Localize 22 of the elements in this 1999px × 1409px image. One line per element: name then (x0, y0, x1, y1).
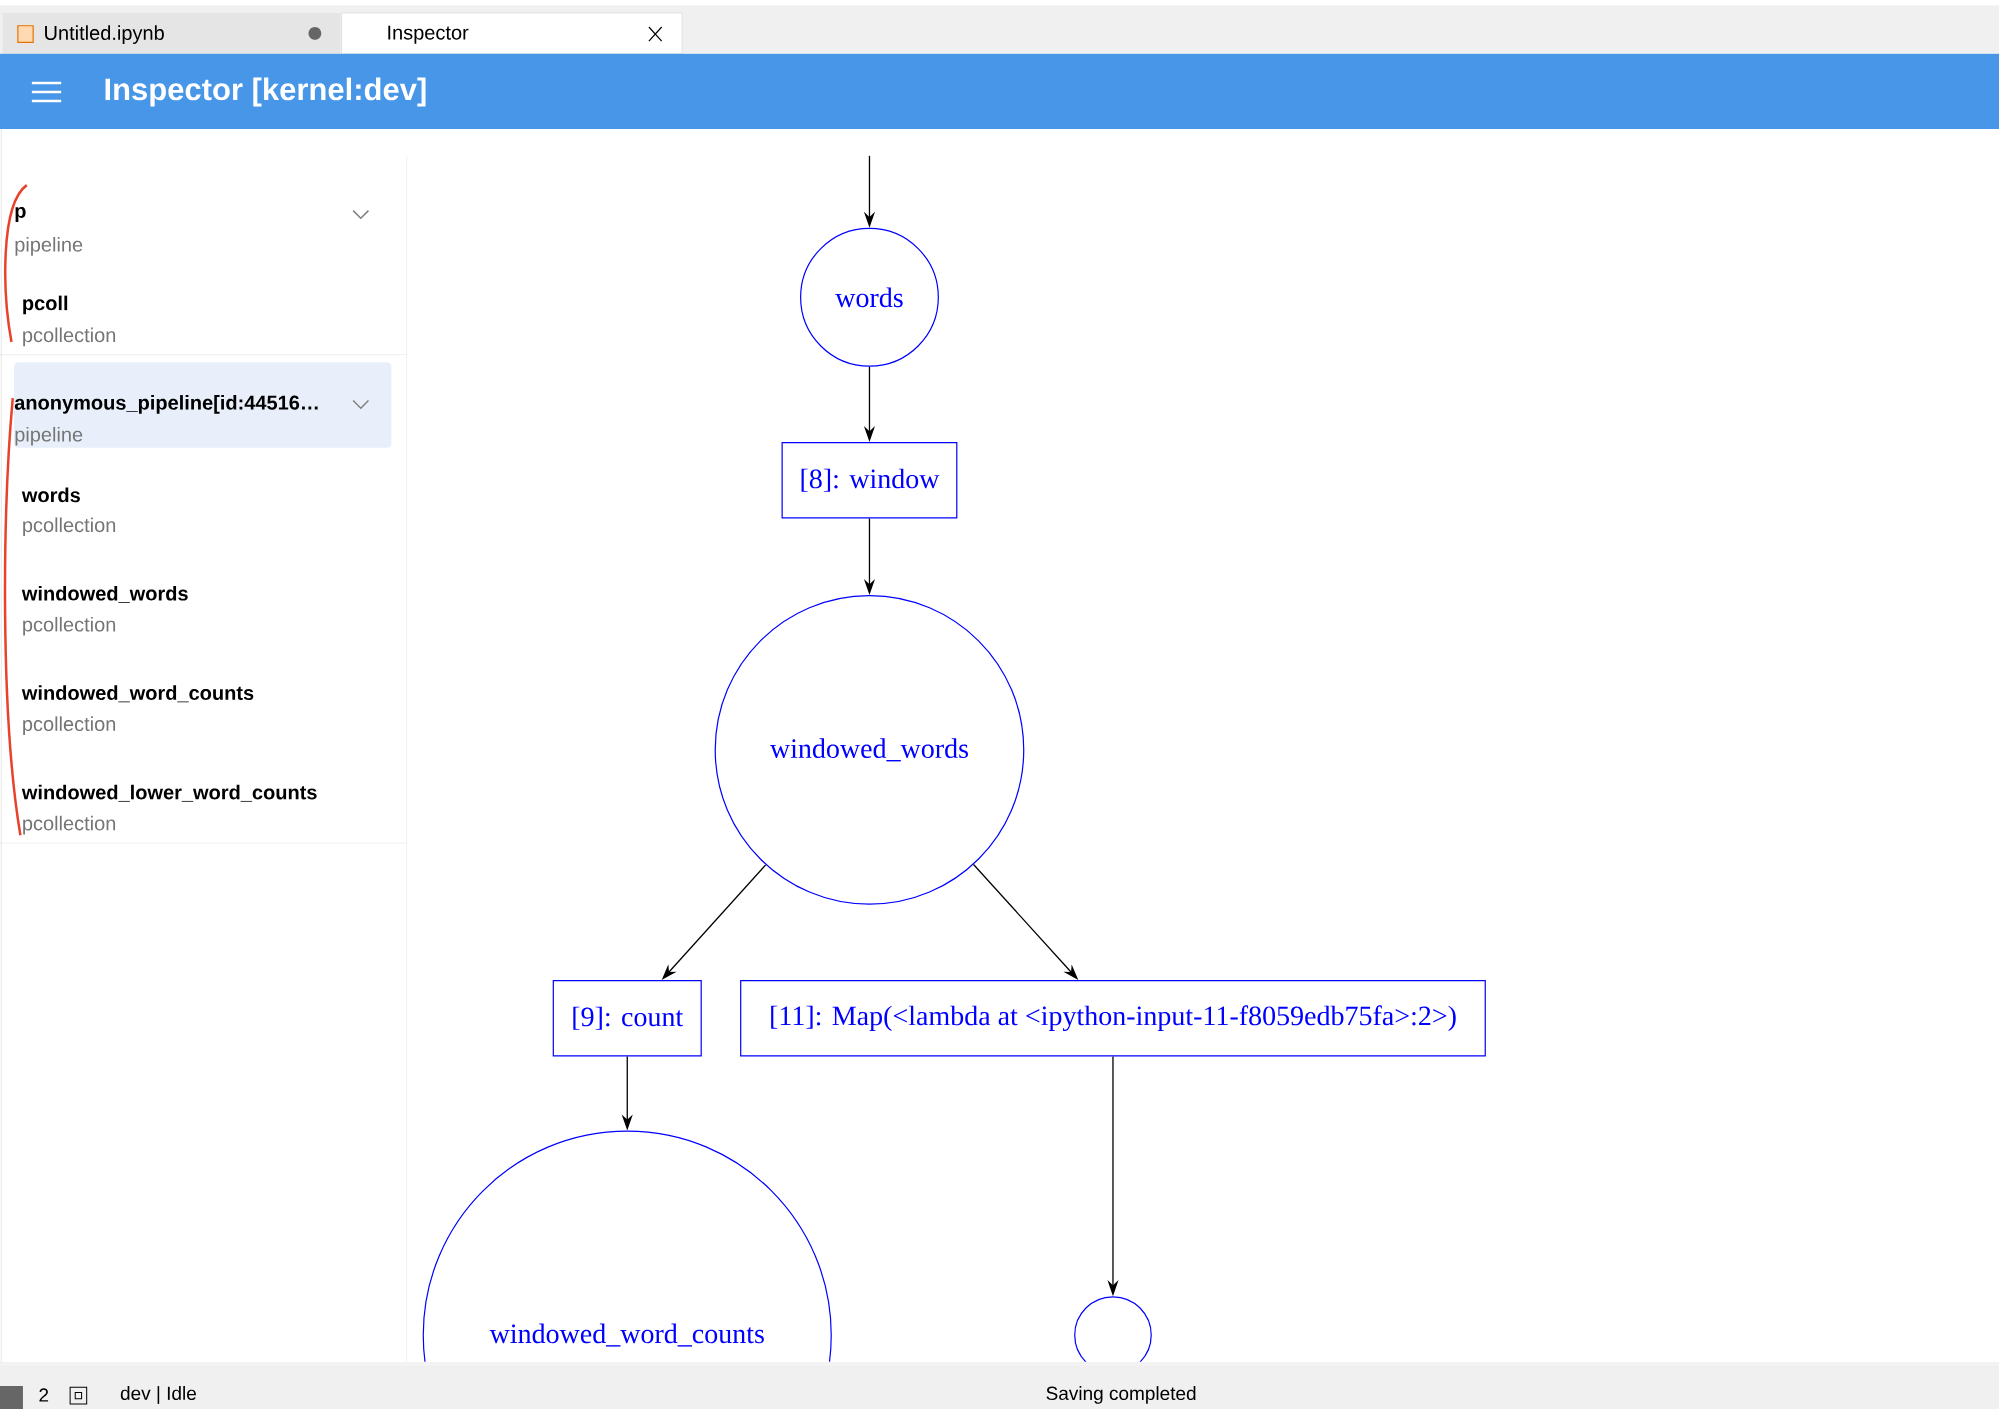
item-name: anonymous_pipeline[id:44516… (14, 395, 318, 414)
item-type: pcollection (23, 616, 116, 636)
item-type: pcollection (23, 815, 116, 835)
item-name: p (15, 206, 26, 222)
tab-label: Inspector (388, 25, 469, 44)
item-name: windowed_words (21, 585, 188, 603)
transform-box: [11]: Map(<lambda at <ipython-input-11-f8059edb75fa>:2>) (740, 980, 1486, 1057)
item-name: pcoll (23, 295, 68, 315)
item-type: pcollection (23, 716, 116, 735)
item-type: pipeline (15, 426, 83, 446)
header-title: Inspector [kernel:dev] (105, 77, 426, 107)
transform-box: [8]: window (781, 442, 958, 519)
tab-label: Untitled.ipynb (45, 25, 164, 44)
item-type: pcollection (23, 327, 116, 347)
item-name: windowed_word_counts (21, 685, 254, 703)
item-name: windowed_lower_word_counts (21, 784, 317, 802)
item-type: pipeline (15, 237, 83, 256)
item-name: words (21, 487, 80, 503)
status-text: dev | Idle (120, 1386, 196, 1404)
status-text: 2 (39, 1388, 49, 1402)
transform-box: [9]: count (552, 980, 702, 1057)
item-type: pcollection (23, 517, 116, 537)
